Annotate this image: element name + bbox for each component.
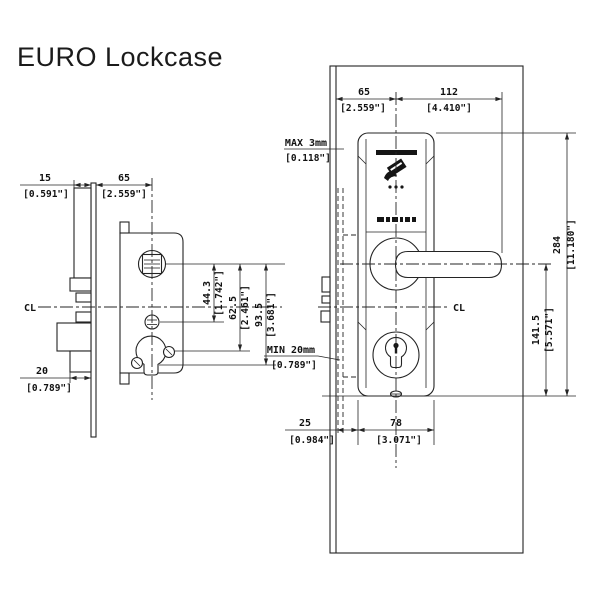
door-edge-bolts bbox=[320, 276, 331, 323]
dim-112-mm: 112 bbox=[440, 87, 458, 98]
dim-65-in: [2.559"] bbox=[101, 189, 147, 200]
dim-15-mm: 15 bbox=[39, 173, 51, 184]
dim-284: 284 [11.180"] bbox=[322, 132, 577, 397]
cl-label: CL bbox=[24, 303, 36, 314]
brand-logo bbox=[377, 217, 416, 222]
dim-93-5: 93.5 [3.681"] bbox=[254, 263, 277, 365]
cl-label-front: CL bbox=[453, 303, 465, 314]
front-view: CL 65 [2.559"] 112 [4.410"] MAX 3mm [0.1… bbox=[264, 65, 577, 554]
fixing-tab-bottom bbox=[119, 372, 130, 385]
fixing-tab-top bbox=[119, 221, 130, 234]
dim-15-in: [0.591"] bbox=[23, 189, 69, 200]
page-title: EURO Lockcase bbox=[17, 42, 224, 72]
dim-max3: MAX 3mm [0.118"] bbox=[284, 138, 344, 164]
dim-93-5-mm: 93.5 bbox=[254, 303, 265, 327]
dim-min20: MIN 20mm [0.789"] bbox=[264, 345, 341, 371]
side-view: CL 15 [0.591"] 65 [2.559"] 20 [0.789"] bbox=[20, 173, 285, 438]
dim-65-mm: 65 bbox=[118, 173, 130, 184]
dim-44-3: 44.3 [1.742"] bbox=[202, 263, 225, 322]
dim-141-5-mm: 141.5 bbox=[531, 315, 542, 345]
dim-93-5-in: [3.681"] bbox=[266, 292, 277, 338]
card-slot bbox=[376, 150, 417, 155]
dim-78: 78 [3.071"] bbox=[357, 400, 435, 446]
dim-284-in: [11.180"] bbox=[566, 219, 577, 270]
dead-bolt bbox=[56, 322, 92, 373]
dim-min20-mm: MIN 20mm bbox=[267, 345, 315, 356]
dim-78-mm: 78 bbox=[390, 418, 402, 429]
dim-62-5-mm: 62.5 bbox=[228, 296, 239, 320]
dim-max3-mm: MAX 3mm bbox=[285, 138, 327, 149]
dim-141-5-in: [5.571"] bbox=[544, 307, 555, 353]
dim-65f-mm: 65 bbox=[358, 87, 370, 98]
dim-15: 15 [0.591"] bbox=[20, 173, 91, 200]
dim-141-5: 141.5 [5.571"] bbox=[531, 263, 555, 396]
dim-max3-in: [0.118"] bbox=[285, 153, 331, 164]
dim-20-mm: 20 bbox=[36, 366, 48, 377]
dim-284-mm: 284 bbox=[552, 236, 563, 254]
dim-25-mm: 25 bbox=[299, 418, 311, 429]
dim-65-side: 65 [2.559"] bbox=[95, 173, 152, 200]
faceplate bbox=[90, 182, 97, 438]
lockcase-body bbox=[119, 232, 184, 374]
cylinder-hole bbox=[130, 335, 176, 376]
indicator-dots bbox=[388, 185, 404, 189]
dim-25: 25 [0.984"] bbox=[285, 400, 359, 446]
dim-min20-in: [0.789"] bbox=[271, 360, 317, 371]
dim-62-5-in: [2.461"] bbox=[240, 285, 251, 331]
dim-20-in: [0.789"] bbox=[26, 383, 72, 394]
dim-112: 112 [4.410"] bbox=[395, 87, 503, 253]
dim-62-5: 62.5 [2.461"] bbox=[228, 263, 251, 351]
dim-44-3-mm: 44.3 bbox=[202, 281, 213, 305]
dim-44-3-in: [1.742"] bbox=[214, 270, 225, 316]
dim-65f-in: [2.559"] bbox=[340, 103, 386, 114]
handle-lever bbox=[394, 250, 503, 279]
dim-78-in: [3.071"] bbox=[376, 435, 422, 446]
dim-65-front: 65 [2.559"] bbox=[335, 87, 396, 114]
latch-bolt bbox=[69, 187, 92, 323]
dim-20: 20 [0.789"] bbox=[20, 366, 91, 394]
dim-112-in: [4.410"] bbox=[426, 103, 472, 114]
dim-25-in: [0.984"] bbox=[289, 435, 335, 446]
